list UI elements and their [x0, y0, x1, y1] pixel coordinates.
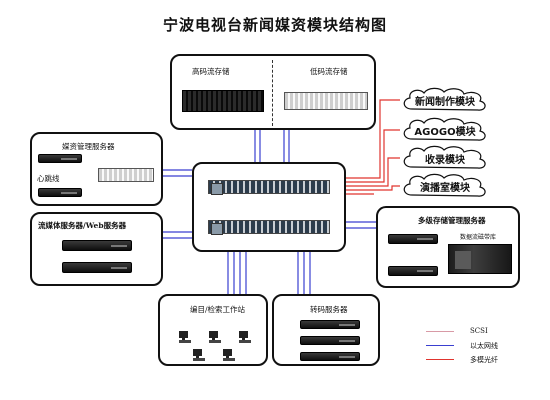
- edit-station-box: 编目/检索工作站: [158, 294, 268, 366]
- cloud-icon: [403, 145, 486, 169]
- multilevel-storage-box: 多级存储管理服务器 数据流磁带库: [376, 206, 520, 288]
- storage-mgmt-server-1-icon: [388, 234, 438, 244]
- legend-ethernet-swatch: [426, 345, 454, 346]
- edit-station-label: 编目/检索工作站: [190, 305, 246, 314]
- tape-library-label: 数据流磁带库: [460, 234, 497, 241]
- multilevel-storage-label: 多级存储管理服务器: [418, 216, 486, 225]
- media-server-unit-1-icon: [38, 154, 82, 163]
- workstation-5-icon: [223, 349, 235, 361]
- module-studio: 演播室模块: [400, 173, 490, 199]
- media-server-disk-array-icon: [98, 168, 154, 182]
- storage-divider: [272, 60, 273, 126]
- cloud-icon: [403, 173, 486, 197]
- legend-fiber-swatch: [426, 359, 454, 360]
- workstation-2-icon: [209, 331, 221, 343]
- media-server-label: 媒资管理服务器: [62, 142, 115, 151]
- module-agogo: AGOGO模块: [400, 117, 490, 143]
- streaming-server-unit-2-icon: [62, 262, 132, 273]
- legend-scsi-swatch: [426, 331, 454, 332]
- heartbeat-label: 心跳线: [37, 174, 60, 183]
- cloud-icon: [403, 87, 486, 111]
- core-switch-box: [192, 162, 346, 252]
- tape-library-icon: [448, 244, 512, 274]
- module-news-production: 新闻制作模块: [400, 87, 490, 113]
- legend-fiber-label: 多模光纤: [470, 356, 498, 364]
- transcode-server-unit-2-icon: [300, 336, 360, 345]
- streaming-server-box: 流媒体服务器/Web服务器: [30, 212, 163, 286]
- workstation-4-icon: [193, 349, 205, 361]
- core-switch-1-icon: [208, 180, 330, 195]
- module-agogo-label: AGOGO模块: [414, 126, 476, 138]
- ethernet-links: [163, 130, 376, 294]
- module-ingest-label: 收录模块: [425, 154, 465, 166]
- media-server-box: 媒资管理服务器 心跳线: [30, 132, 163, 206]
- cloud-icon: [403, 117, 486, 141]
- low-storage-label: 低码流存储: [310, 67, 348, 76]
- module-studio-label: 演播室模块: [420, 182, 470, 194]
- legend-ethernet-label: 以太网线: [470, 342, 498, 350]
- module-ingest: 收录模块: [400, 145, 490, 171]
- core-switch-2-icon: [208, 220, 330, 235]
- legend-scsi-label: SCSI: [470, 327, 488, 335]
- streaming-server-unit-1-icon: [62, 240, 132, 251]
- workstation-1-icon: [179, 331, 191, 343]
- transcode-server-box: 转码服务器: [272, 294, 380, 366]
- storage-box: 高码流存储 低码流存储: [170, 54, 376, 130]
- diagram-title: 宁波电视台新闻媒资模块结构图: [162, 16, 387, 34]
- transcode-server-unit-1-icon: [300, 320, 360, 329]
- fiber-links: [346, 99, 400, 195]
- storage-mgmt-server-2-icon: [388, 266, 438, 276]
- module-news-production-label: 新闻制作模块: [415, 96, 475, 108]
- high-storage-array-icon: [182, 90, 264, 112]
- transcode-server-unit-3-icon: [300, 352, 360, 361]
- low-storage-array-icon: [284, 92, 368, 110]
- streaming-server-label: 流媒体服务器/Web服务器: [38, 221, 127, 230]
- transcode-server-label: 转码服务器: [310, 305, 348, 314]
- high-storage-label: 高码流存储: [192, 67, 230, 76]
- workstation-3-icon: [239, 331, 251, 343]
- media-server-unit-2-icon: [38, 188, 82, 197]
